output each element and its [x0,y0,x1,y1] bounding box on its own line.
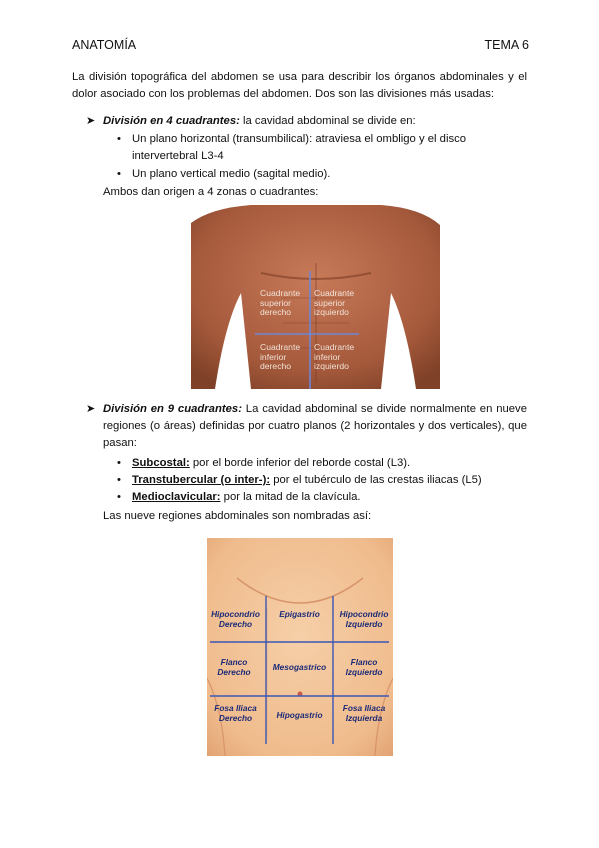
quadrant-label: Cuadrante superior izquierdo [314,288,355,317]
nine-regions-figure: Hipocondrio Derecho Epigastrio Hipocondr… [207,538,393,756]
list-item: • Transtubercular (o inter-): por el tub… [117,472,527,489]
section2-title: División en 9 cuadrantes: [103,403,242,415]
list-item: • Medioclavicular: por la mitad de la cl… [117,489,527,506]
section-9-regions: ➤ División en 9 cuadrantes: La cavidad a… [86,401,527,452]
region-label: Mesogastrico [272,662,327,672]
list-item: • Un plano horizontal (transumbilical): … [117,131,527,165]
list-item: • Subcostal: por el borde inferior del r… [117,455,527,472]
quadrants-figure: Cuadrante superior derecho Cuadrante sup… [191,203,440,389]
section2-text: La cavidad abdominal se divide normalmen… [103,403,527,449]
section-4-quadrants: ➤ División en 4 cuadrantes: la cavidad a… [86,113,527,130]
quadrant-label: Cuadrante inferior derecho [260,342,301,371]
plane-text: por el tubérculo de las crestas iliacas … [270,474,482,486]
bullet-dot-icon: • [117,168,121,180]
plane-term: Subcostal: [132,457,190,469]
list-item: • Un plano vertical medio (sagital medio… [117,166,527,183]
abdomen-illustration [207,538,393,756]
section1-after: Ambos dan origen a 4 zonas o cuadrantes: [103,186,319,198]
plane-text: por la mitad de la clavícula. [220,491,361,503]
bullet-dot-icon: • [117,457,121,469]
region-label: Fosa Iliaca Derecho [214,703,257,723]
bullet-dot-icon: • [117,474,121,486]
plane-term: Transtubercular (o inter-): [132,474,271,486]
list-item-text: Un plano horizontal (transumbilical): at… [132,133,467,162]
plane-term: Medioclavicular: [132,491,221,503]
arrow-bullet-icon: ➤ [86,403,96,415]
quadrant-label: Cuadrante inferior izquierdo [314,342,355,371]
region-label: Flanco Izquierdo [345,657,383,677]
region-label: Hipocondrio Derecho [211,609,260,629]
bullet-dot-icon: • [117,491,121,503]
header-subject: ANATOMÍA [72,38,137,52]
region-label: Fosa Iliaca Izquierda [342,703,386,723]
arrow-bullet-icon: ➤ [86,115,96,127]
plane-text: por el borde inferior del reborde costal… [189,457,411,469]
torso-illustration [191,203,440,389]
quadrant-label: Cuadrante superior derecho [260,288,301,317]
region-label: Flanco Derecho [217,657,251,677]
region-label: Hipogastrio [276,710,323,720]
intro-paragraph: La división topográfica del abdomen se u… [72,71,527,100]
bullet-dot-icon: • [117,133,121,145]
list-item-text: Un plano vertical medio (sagital medio). [132,168,331,180]
header-topic: TEMA 6 [484,38,529,52]
page-header: ANATOMÍA TEMA 6 [72,38,529,52]
section2-after: Las nueve regiones abdominales son nombr… [103,510,372,522]
region-label: Hipocondrio Izquierdo [339,609,389,629]
region-label: Epigastrio [279,609,320,619]
section1-text: la cavidad abdominal se divide en: [239,115,416,127]
section1-title: División en 4 cuadrantes: [103,115,240,127]
